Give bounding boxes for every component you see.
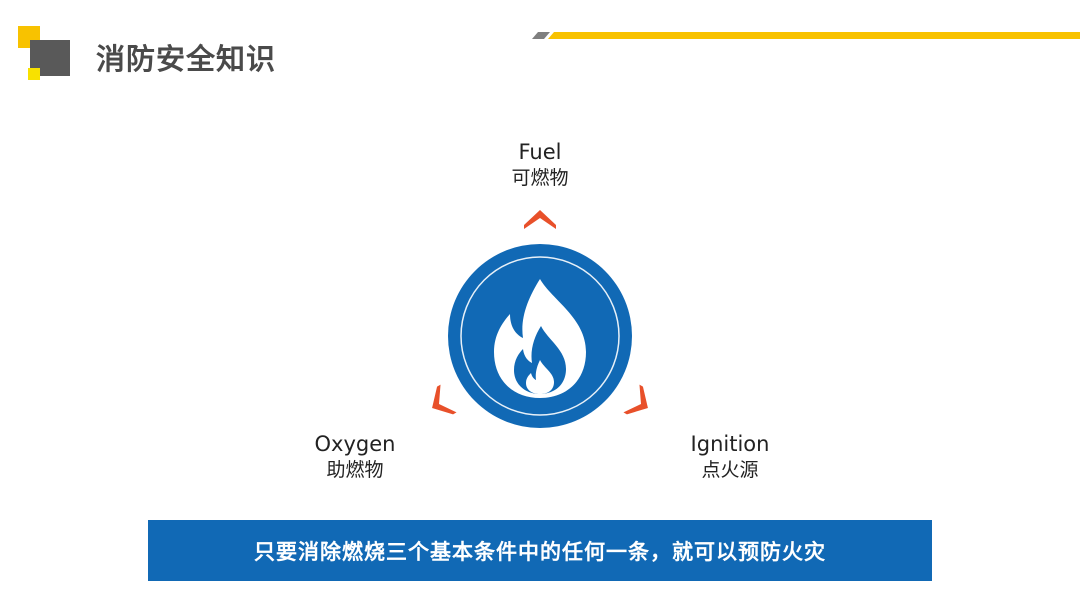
ignition-label: Ignition 点火源 bbox=[665, 432, 795, 482]
summary-banner-text: 只要消除燃烧三个基本条件中的任何一条，就可以预防火灾 bbox=[254, 539, 826, 564]
fuel-label-zh: 可燃物 bbox=[511, 167, 569, 190]
brand-logo-mark bbox=[18, 26, 74, 82]
oxygen-label-zh: 助燃物 bbox=[326, 459, 384, 482]
ignition-label-en: Ignition bbox=[690, 432, 770, 456]
logo-yellow-small-square bbox=[28, 68, 40, 80]
ignition-label-zh: 点火源 bbox=[701, 459, 759, 482]
arrow-up-icon bbox=[524, 210, 556, 229]
fuel-label-en: Fuel bbox=[518, 140, 562, 164]
flame-icon bbox=[448, 244, 632, 428]
page-title: 消防安全知识 bbox=[96, 42, 277, 76]
arrow-lower-right-icon bbox=[623, 384, 648, 415]
oxygen-label: Oxygen 助燃物 bbox=[290, 432, 420, 482]
summary-banner: 只要消除燃烧三个基本条件中的任何一条，就可以预防火灾 bbox=[148, 520, 932, 581]
arrow-lower-left-icon bbox=[432, 384, 457, 415]
fuel-label: Fuel 可燃物 bbox=[490, 140, 590, 190]
header-divider bbox=[530, 32, 1080, 39]
oxygen-label-en: Oxygen bbox=[314, 432, 396, 456]
